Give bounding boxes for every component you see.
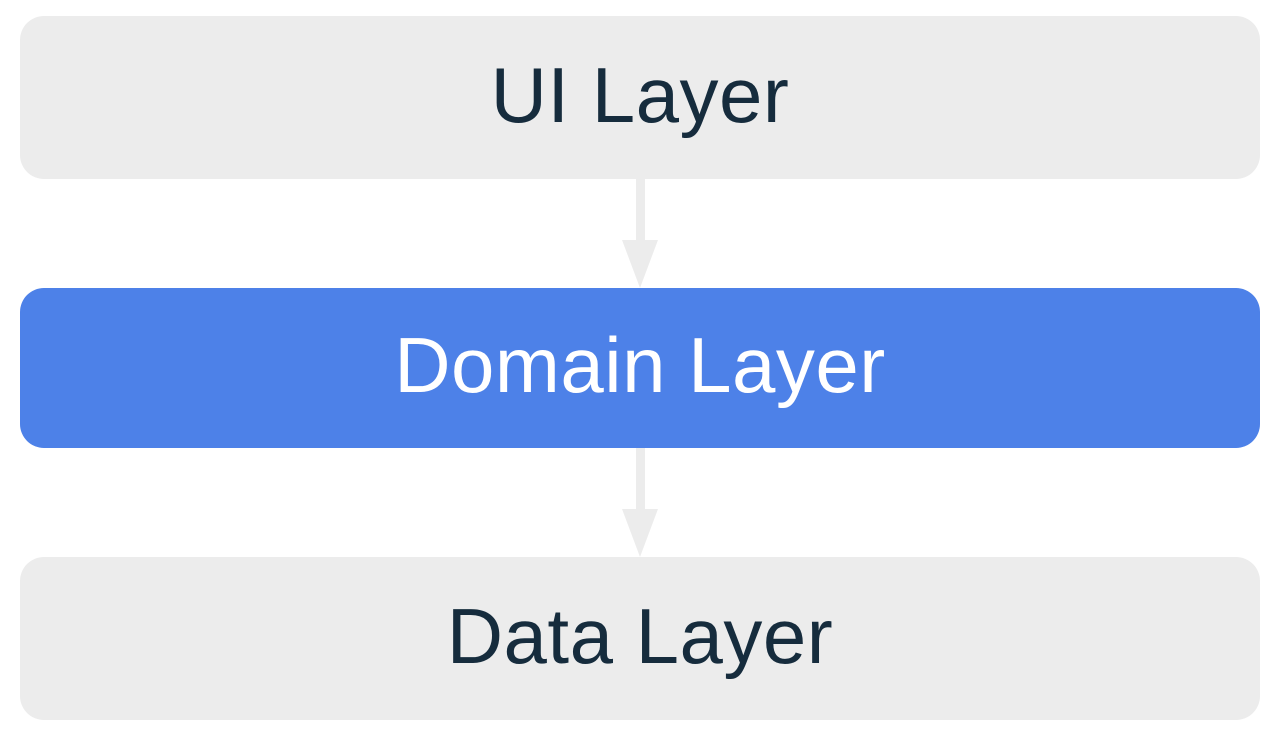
arrow-head bbox=[622, 240, 658, 288]
ui-layer-node: UI Layer bbox=[20, 16, 1260, 179]
arrow-shaft bbox=[635, 179, 645, 240]
arrow-shaft bbox=[635, 448, 645, 509]
arrow-head bbox=[622, 509, 658, 557]
arrow-down-icon bbox=[622, 448, 658, 557]
data-layer-node: Data Layer bbox=[20, 557, 1260, 720]
domain-layer-label: Domain Layer bbox=[394, 321, 886, 409]
domain-layer-node: Domain Layer bbox=[20, 288, 1260, 448]
arrow-down-icon bbox=[622, 179, 658, 288]
ui-layer-label: UI Layer bbox=[490, 50, 790, 139]
data-layer-label: Data Layer bbox=[446, 591, 834, 680]
